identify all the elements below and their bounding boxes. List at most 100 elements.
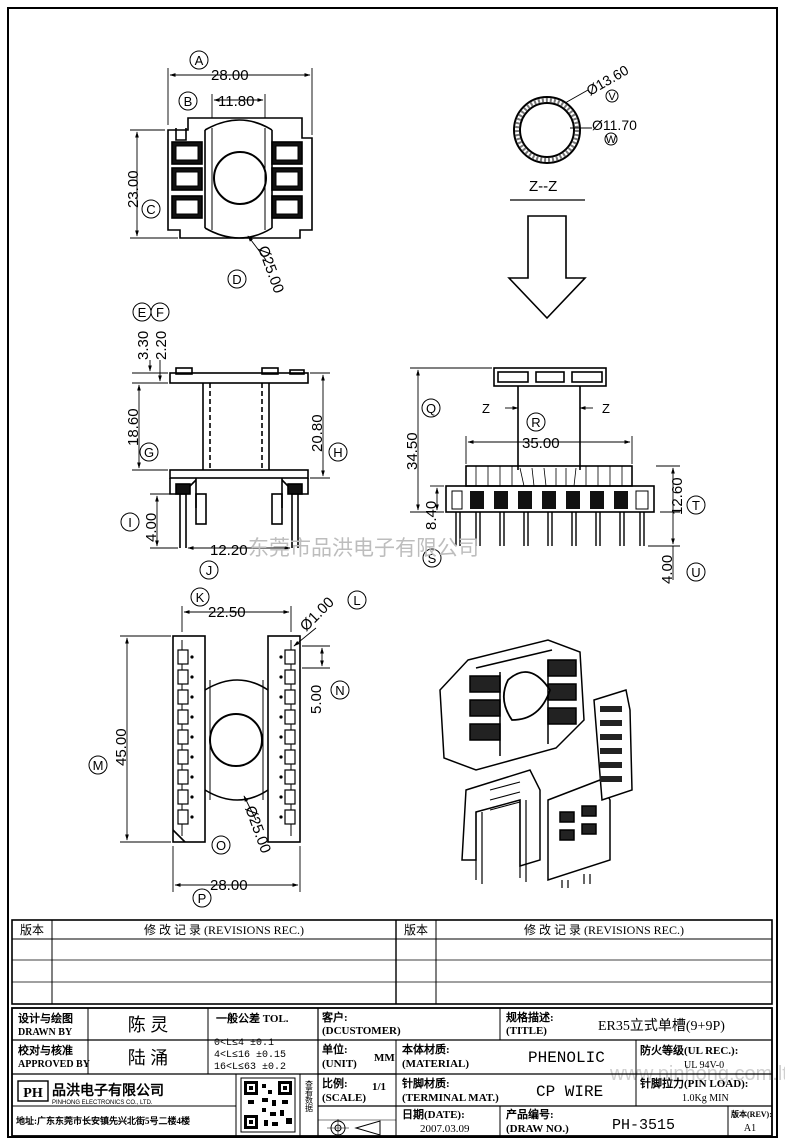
draw-no-value: PH-3515 [612, 1117, 675, 1134]
dim-28-top: 28.00 [211, 67, 249, 84]
svg-text:A: A [195, 53, 204, 68]
top-view [167, 117, 313, 239]
rev-label: 版本(REV): [730, 1109, 772, 1119]
bubbles-bottom-view: K L M N O P [88, 587, 367, 908]
svg-text:H: H [333, 445, 342, 460]
dim-35-00: 35.00 [522, 435, 560, 452]
svg-text:N: N [335, 683, 344, 698]
dim-25-00-top: Ø25.00 [254, 244, 287, 296]
dim-18-60: 18.60 [125, 408, 142, 446]
date-value: 2007.03.09 [420, 1123, 470, 1135]
svg-text:B: B [184, 94, 193, 109]
svg-text:D: D [232, 272, 241, 287]
customer-label-en: (DCUSTOMER) [322, 1025, 401, 1037]
svg-text:F: F [156, 305, 164, 320]
sheet-border [7, 7, 778, 1138]
rev-ver-header-left: 版本 [20, 923, 44, 937]
bottom-view-dims [120, 606, 330, 892]
draw-no-label-en: (DRAW NO.) [506, 1123, 569, 1135]
side-view [169, 367, 309, 548]
section-label: Z--Z [529, 178, 557, 195]
projection-symbol-icon [327, 1119, 381, 1136]
tolerance-row-2: 4<L≤16 ±0.15 [214, 1050, 286, 1061]
svg-text:K: K [196, 590, 205, 605]
revisions-table [11, 919, 773, 1005]
dim-12-20: 12.20 [210, 542, 248, 559]
dim-20-80: 20.80 [309, 414, 326, 452]
watermark-center: 东莞市品洪电子有限公司 [248, 537, 479, 560]
section-zz [507, 89, 592, 320]
company-address: 地址:广东东莞市长安镇先兴北街5号二楼4楼 [16, 1115, 190, 1126]
pin-load-label: 针脚拉力(PIN LOAD): [640, 1076, 748, 1090]
scale-label: 比例: [322, 1076, 348, 1090]
bubbles-side-view: E F G H I J [120, 302, 348, 580]
date-label: 日期(DATE): [402, 1107, 465, 1121]
front-view-dims [410, 367, 680, 580]
tolerance-row-1: 0<L≤4 ±0.1 [214, 1038, 274, 1049]
unit-label-en: (UNIT) [322, 1058, 357, 1070]
company-name-en: PINHONG ELECTRONICS CO., LTD. [52, 1100, 153, 1106]
approved-by-label: 校对与核准 [18, 1043, 73, 1057]
svg-text:M: M [93, 758, 104, 773]
svg-text:I: I [128, 515, 132, 530]
terminal-label-en: (TERMINAL MAT.) [402, 1092, 499, 1104]
svg-text:E: E [138, 305, 147, 320]
bubbles-top-view: A B C D [141, 50, 247, 289]
material-label-en: (MATERIAL) [402, 1058, 469, 1070]
dim-25-00-bottom: Ø25.00 [241, 804, 274, 856]
fire-rating-value: UL 94V-0 [684, 1060, 724, 1071]
section-cut-right: Z [602, 401, 610, 416]
title-block [11, 1007, 773, 1137]
dim-11-80: 11.80 [218, 93, 254, 110]
dim-11-70: Ø11.70 [592, 117, 637, 133]
dim-4-00-right: 4.00 [659, 555, 676, 584]
svg-text:O: O [216, 838, 226, 853]
fire-rating-label: 防火等级(UL REC.): [640, 1043, 738, 1057]
dim-1-00: Ø1.00 [297, 594, 338, 635]
scale-value: 1/1 [372, 1081, 386, 1093]
svg-text:T: T [692, 498, 700, 513]
bottom-view [172, 635, 301, 843]
dim-12-60: 12.60 [669, 477, 686, 515]
section-cut-left: Z [482, 401, 490, 416]
side-view-dims [132, 360, 330, 550]
terminal-value: CP WIRE [536, 1083, 603, 1101]
dim-8-40: 8.40 [423, 501, 440, 530]
svg-text:R: R [531, 415, 540, 430]
scale-label-en: (SCALE) [322, 1092, 366, 1104]
top-view-dims [130, 68, 313, 261]
isometric-view [439, 639, 633, 888]
dim-3-30: 3.30 [135, 331, 152, 360]
rev-rec-header-right: 修 改 记 录 (REVISIONS REC.) [524, 922, 684, 937]
draw-no-label: 产品编号: [506, 1107, 554, 1121]
svg-text:Q: Q [426, 401, 436, 416]
rev-ver-header-right: 版本 [404, 923, 428, 937]
dim-28-bottom: 28.00 [210, 877, 248, 894]
terminal-label: 针脚材质: [402, 1076, 450, 1090]
svg-text:U: U [691, 565, 700, 580]
dim-34-50: 34.50 [404, 432, 421, 470]
dim-22-50: 22.50 [208, 604, 246, 621]
svg-text:S: S [428, 551, 437, 566]
pin-load-value: 1.0Kg MIN [682, 1093, 729, 1104]
company-name: 品洪电子有限公司 [52, 1082, 164, 1099]
qr-caption: 查看数据 [305, 1079, 314, 1113]
svg-text:P: P [198, 891, 207, 906]
dim-2-20: 2.20 [153, 331, 170, 360]
customer-label: 客户: [321, 1010, 348, 1024]
front-view [445, 367, 655, 546]
title-label: 规格描述: [506, 1010, 554, 1024]
dim-45-00: 45.00 [113, 728, 130, 766]
material-label: 本体材质: [402, 1042, 450, 1056]
approved-by-label-en: APPROVED BY [18, 1059, 91, 1070]
drawn-by-name: 陈 灵 [128, 1015, 169, 1035]
drawn-by-label-en: DRAWN BY [18, 1027, 73, 1038]
tolerance-title: 一般公差 TOL. [216, 1011, 289, 1025]
bubbles-section: V W [604, 89, 619, 146]
dim-4-00-left: 4.00 [143, 513, 160, 542]
svg-text:J: J [206, 563, 213, 578]
title-label-en: (TITLE) [506, 1025, 547, 1037]
qr-code-icon [240, 1077, 296, 1133]
rev-value: A1 [744, 1123, 756, 1134]
